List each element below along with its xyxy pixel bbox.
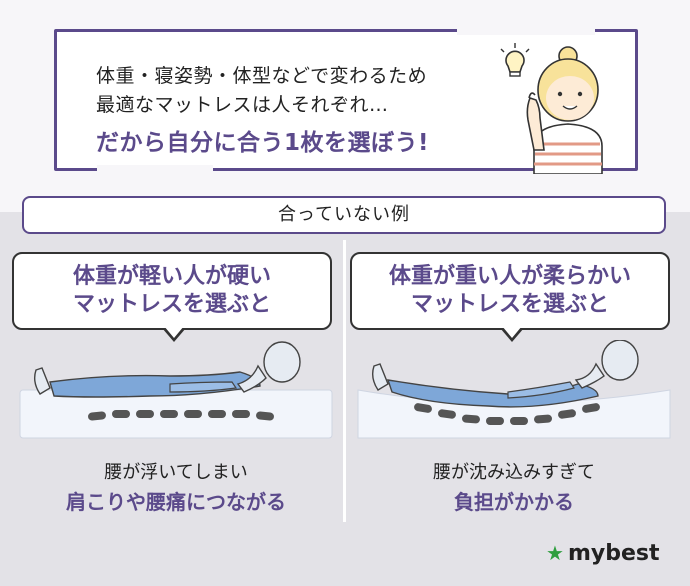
panel-divider: [343, 240, 346, 522]
pressure-dots: [414, 403, 600, 425]
caption-line-1: 腰が沈み込みすぎて: [433, 462, 595, 483]
caption-line-2: 肩こりや腰痛につながる: [66, 490, 286, 514]
example-panel-heavy: 体重が重い人が柔らかい マットレスを選ぶと 腰が沈み込みすぎて 負担がかかる: [348, 240, 680, 520]
logo-text: mybest: [567, 541, 660, 566]
sleeper-soft-mattress-illustration: [357, 340, 671, 439]
lightbulb-icon: [500, 43, 530, 77]
section-title: 合っていない例: [22, 196, 666, 234]
frame-gap: [97, 165, 213, 171]
bubble-line-2: マットレスを選ぶと: [410, 292, 609, 317]
mybest-logo: ★mybest: [546, 541, 659, 566]
speech-bubble: 体重が軽い人が硬い マットレスを選ぶと: [12, 252, 332, 342]
star-icon: ★: [546, 541, 564, 565]
pressure-dots: [88, 410, 274, 421]
speech-bubble: 体重が重い人が柔らかい マットレスを選ぶと: [350, 252, 670, 342]
caption-line-2: 負担がかかる: [454, 490, 574, 514]
bubble-line-1: 体重が軽い人が硬い: [72, 264, 271, 289]
bubble-line-2: マットレスを選ぶと: [72, 292, 271, 317]
frame-gap: [457, 29, 595, 35]
person-lightbulb-illustration: [500, 43, 603, 174]
example-panel-light: 体重が軽い人が硬い マットレスを選ぶと 腰が浮いてしまい 肩こりや腰痛につながる: [10, 240, 342, 520]
headline-line-2: 最適なマットレスは人それぞれ…: [96, 94, 389, 116]
headline-line-1: 体重・寝姿勢・体型などで変わるため: [96, 65, 428, 87]
caption-line-1: 腰が浮いてしまい: [104, 462, 248, 483]
sleeper-hard-mattress-illustration: [19, 341, 333, 439]
bubble-line-1: 体重が重い人が柔らかい: [388, 264, 631, 289]
headline-line-3: だから自分に合う1枚を選ぼう!: [96, 130, 429, 156]
